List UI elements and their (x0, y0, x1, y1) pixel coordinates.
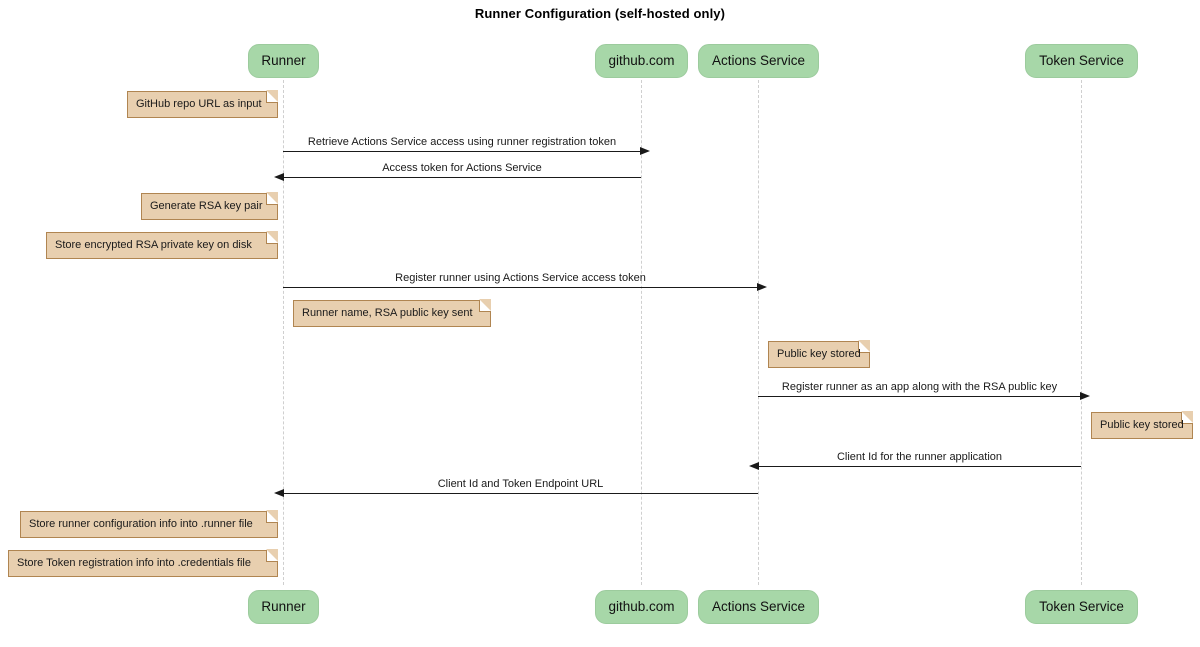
note-n1: GitHub repo URL as input (127, 90, 278, 118)
participant-header-github[interactable]: github.com (595, 44, 688, 78)
message-label-m4: Register runner as an app along with the… (781, 381, 1058, 393)
participant-header-actions[interactable]: Actions Service (698, 44, 819, 78)
participant-footer-github[interactable]: github.com (595, 590, 688, 624)
note-text: Public key stored (777, 348, 861, 360)
lifeline-actions (758, 80, 759, 585)
note-n6: Public key stored (1091, 411, 1193, 439)
note-fold-corner-icon (266, 192, 278, 205)
note-text: Store Token registration info into .cred… (17, 557, 251, 569)
diagram-title: Runner Configuration (self-hosted only) (474, 6, 726, 21)
lifeline-github (641, 80, 642, 585)
note-text: Store encrypted RSA private key on disk (55, 239, 252, 251)
participant-footer-actions[interactable]: Actions Service (698, 590, 819, 624)
message-label-m6: Client Id and Token Endpoint URL (437, 478, 604, 490)
note-n2: Generate RSA key pair (141, 192, 278, 220)
note-fold-corner-icon (266, 231, 278, 244)
message-label-m2: Access token for Actions Service (382, 162, 542, 174)
participant-label: Actions Service (711, 599, 806, 614)
message-label-m1: Retrieve Actions Service access using ru… (307, 136, 617, 148)
message-arrow-m5 (749, 462, 1081, 470)
participant-label: Runner (261, 599, 306, 614)
message-arrow-m6 (274, 489, 758, 497)
message-arrow-m3 (283, 283, 767, 291)
participant-label: Actions Service (711, 53, 806, 68)
participant-label: github.com (608, 53, 675, 68)
participant-footer-token[interactable]: Token Service (1025, 590, 1138, 624)
participant-footer-runner[interactable]: Runner (248, 590, 319, 624)
participant-label: github.com (608, 599, 675, 614)
note-n4: Runner name, RSA public key sent (293, 299, 491, 327)
lifeline-token (1081, 80, 1082, 585)
participant-label: Token Service (1039, 53, 1124, 68)
arrowhead-icon (274, 489, 284, 497)
note-text: Runner name, RSA public key sent (302, 307, 473, 319)
note-fold-corner-icon (266, 510, 278, 523)
note-n8: Store Token registration info into .cred… (8, 549, 278, 577)
participant-header-token[interactable]: Token Service (1025, 44, 1138, 78)
note-text: Store runner configuration info into .ru… (29, 518, 253, 530)
note-fold-corner-icon (858, 340, 870, 353)
note-n3: Store encrypted RSA private key on disk (46, 231, 278, 259)
note-fold-corner-icon (266, 549, 278, 562)
participant-label: Token Service (1039, 599, 1124, 614)
participant-label: Runner (261, 53, 306, 68)
participant-header-runner[interactable]: Runner (248, 44, 319, 78)
message-label-m5: Client Id for the runner application (836, 451, 1003, 463)
arrowhead-icon (757, 283, 767, 291)
note-text: Public key stored (1100, 419, 1184, 431)
note-fold-corner-icon (1181, 411, 1193, 424)
message-arrow-m2 (274, 173, 641, 181)
note-fold-corner-icon (479, 299, 491, 312)
note-n7: Store runner configuration info into .ru… (20, 510, 278, 538)
note-n5: Public key stored (768, 340, 870, 368)
arrowhead-icon (274, 173, 284, 181)
arrowhead-icon (640, 147, 650, 155)
arrowhead-icon (1080, 392, 1090, 400)
message-arrow-m4 (758, 392, 1090, 400)
message-label-m3: Register runner using Actions Service ac… (395, 272, 646, 284)
note-fold-corner-icon (266, 90, 278, 103)
message-arrow-m1 (283, 147, 650, 155)
arrowhead-icon (749, 462, 759, 470)
note-text: Generate RSA key pair (150, 200, 263, 212)
lifeline-runner (283, 80, 284, 585)
note-text: GitHub repo URL as input (136, 98, 262, 110)
